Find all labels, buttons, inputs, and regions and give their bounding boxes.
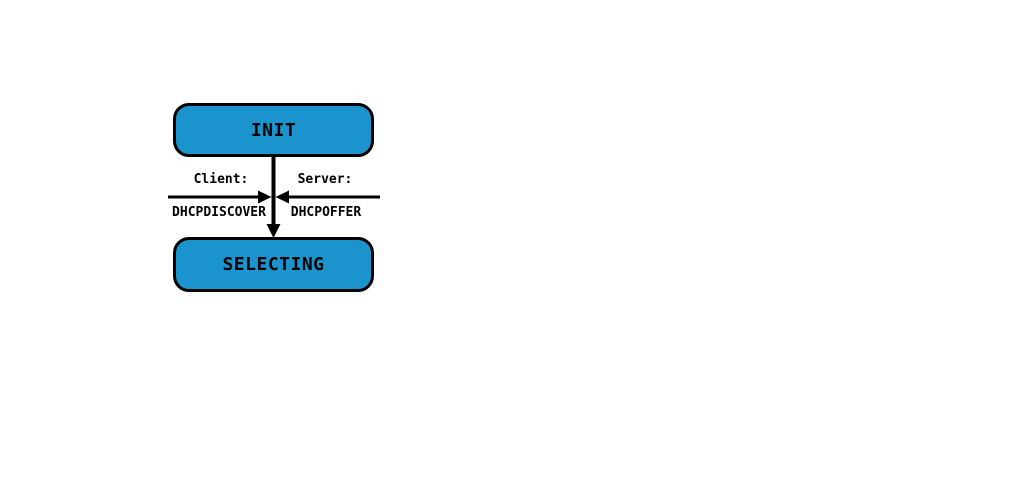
- state-selecting: SELECTING: [173, 237, 374, 292]
- server-label: Server:: [297, 172, 353, 187]
- client-label: Client:: [193, 172, 249, 187]
- server-message-arrow: [275, 190, 380, 204]
- state-selecting-label: SELECTING: [222, 254, 325, 275]
- state-init: INIT: [173, 103, 374, 157]
- client-message-arrow: [168, 190, 272, 204]
- server-message-label: DHCPOFFER: [290, 205, 362, 220]
- state-init-label: INIT: [250, 119, 297, 141]
- transition-arrow: [266, 156, 281, 238]
- client-message-label: DHCPDISCOVER: [172, 205, 266, 220]
